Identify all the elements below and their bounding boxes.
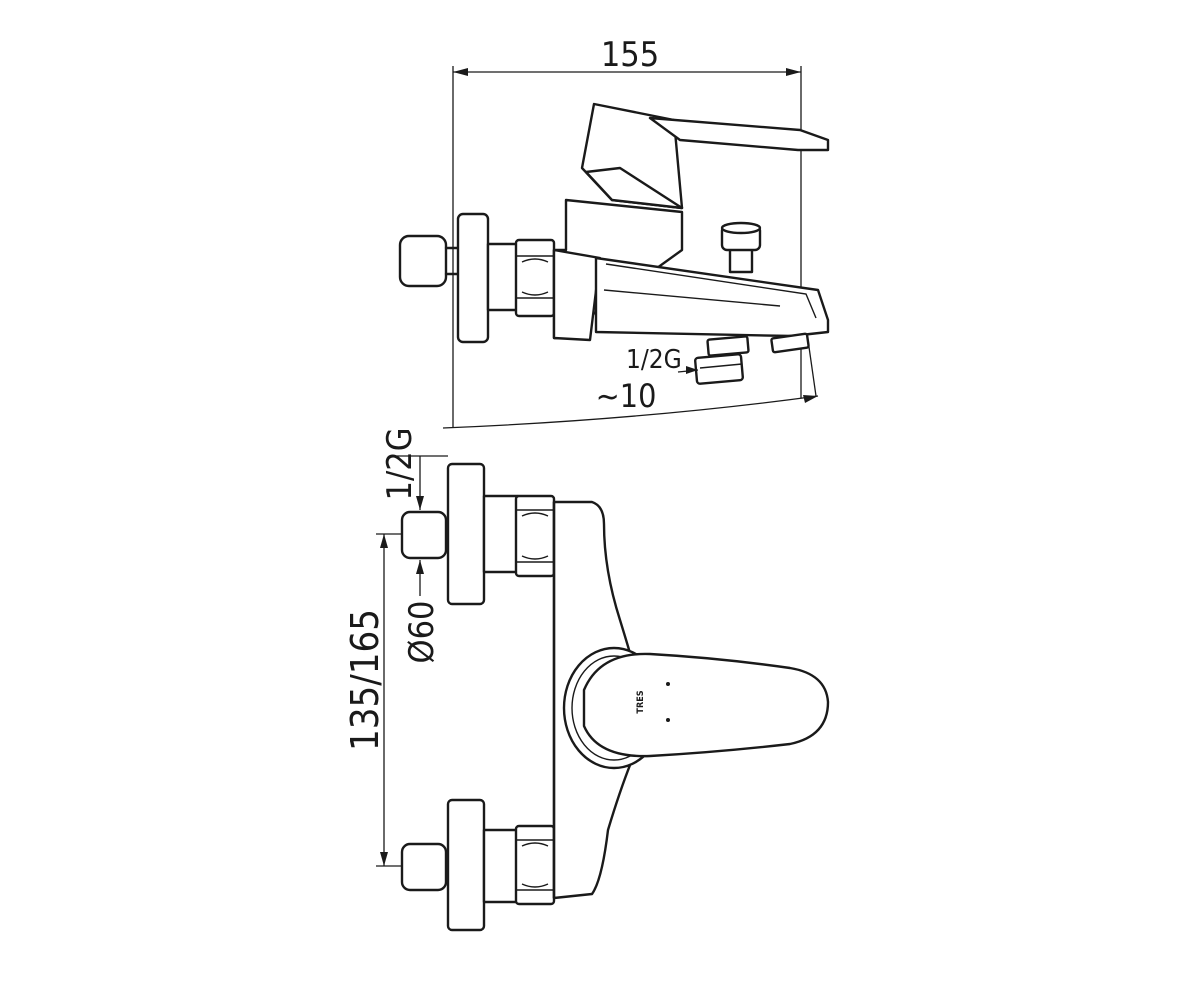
dimension-label-offset: ~10 <box>596 377 657 415</box>
thread-label-front: 1/2G <box>380 428 420 501</box>
rosette-diameter-label: Ø60 <box>402 601 442 664</box>
lever-front <box>582 652 830 758</box>
hex-nut <box>514 238 556 318</box>
dimension-thread-front: 1/2G <box>380 428 448 596</box>
rosette-stem <box>486 242 520 312</box>
eccentric-connector <box>398 234 448 288</box>
thread-label-side: 1/2G <box>626 345 682 375</box>
dimension-inlet-spacing: 135/165 <box>343 533 404 867</box>
hose-outlet: 1/2G <box>626 335 750 385</box>
front-view: 1/2G Ø60 135/165 <box>343 428 830 932</box>
brand-mark: TRES <box>636 690 646 713</box>
dimension-overall-length: 155 <box>452 35 802 428</box>
lever-handle <box>580 102 830 210</box>
inlet-spacing-label: 135/165 <box>343 609 387 751</box>
spout <box>594 256 830 354</box>
dimension-label-length: 155 <box>601 35 659 75</box>
body-neck <box>552 248 602 342</box>
wall-rosette <box>456 212 490 344</box>
dimension-offset: ~10 <box>442 339 819 429</box>
diverter-knob <box>720 221 762 274</box>
side-view: 155 ~10 <box>398 35 830 429</box>
inlet-bottom <box>400 798 556 932</box>
inlet-top <box>400 462 556 606</box>
